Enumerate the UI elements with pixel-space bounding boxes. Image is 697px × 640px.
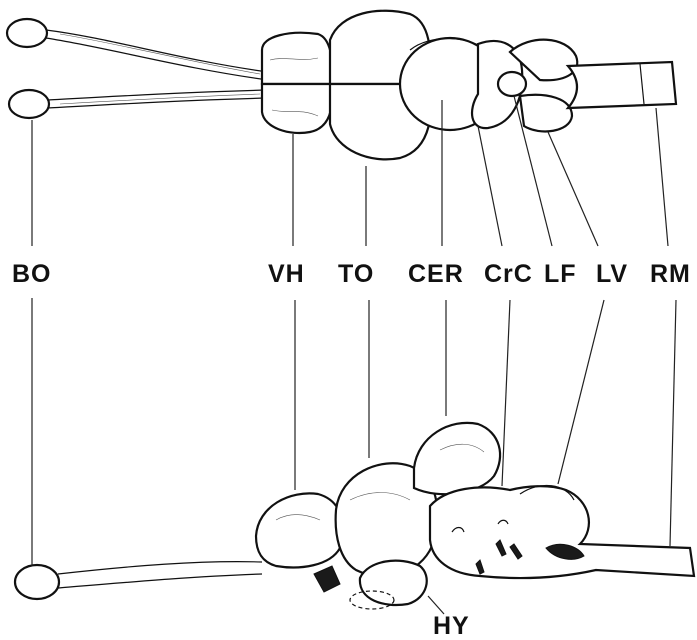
olfactory-bulb-lateral bbox=[15, 565, 59, 599]
medulla bbox=[568, 62, 676, 108]
label-vh: VH bbox=[268, 260, 305, 288]
ventral-hemisphere-upper bbox=[262, 33, 332, 84]
label-crc: CrC bbox=[484, 260, 533, 288]
lateral-view-drawing bbox=[15, 423, 694, 609]
vagal-lobe-lower bbox=[520, 95, 572, 132]
cerebellum-lateral bbox=[414, 423, 500, 494]
label-rm: RM bbox=[650, 260, 691, 288]
olfactory-bulb-lower bbox=[9, 90, 49, 118]
olfactory-tract-lower bbox=[48, 90, 268, 108]
brainstem-lateral bbox=[430, 486, 694, 578]
label-lv: LV bbox=[596, 260, 628, 288]
telencephalon-lateral bbox=[256, 493, 343, 567]
label-to: TO bbox=[338, 260, 374, 288]
olfactory-bulb-upper bbox=[7, 19, 47, 47]
dorsal-view-drawing bbox=[7, 11, 676, 160]
label-lf: LF bbox=[544, 260, 577, 288]
ventral-hemisphere-lower bbox=[262, 84, 332, 133]
olfactory-tract-lateral bbox=[58, 562, 262, 588]
label-cer: CER bbox=[408, 260, 464, 288]
label-hy: HY bbox=[433, 612, 470, 640]
label-bo: BO bbox=[12, 260, 52, 288]
facial-lobe bbox=[498, 72, 526, 96]
